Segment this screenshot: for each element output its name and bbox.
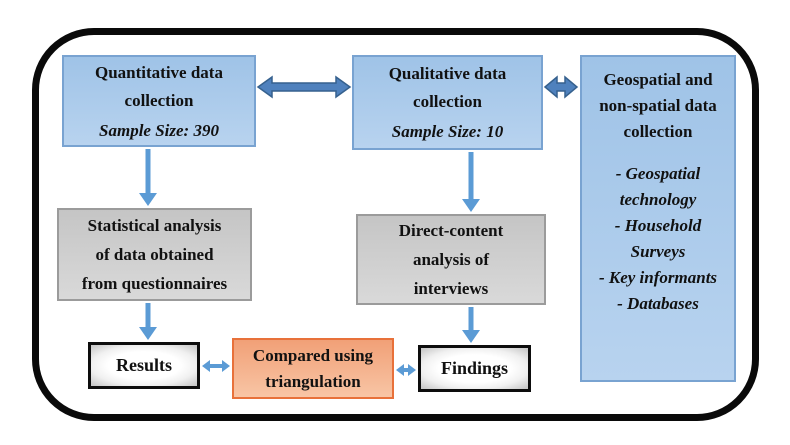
node-geospatial-data-collection: Geospatial and non-spatial data collecti… bbox=[580, 55, 736, 382]
diagram-border bbox=[32, 28, 759, 421]
node-quantitative-data-collection: Quantitative data collection Sample Size… bbox=[62, 55, 256, 147]
node-title-line: Statistical analysis bbox=[87, 216, 222, 235]
node-title-line: from questionnaires bbox=[81, 274, 228, 293]
node-direct-content-analysis: Direct-content analysis of interviews bbox=[356, 214, 546, 305]
node-title-line: collection bbox=[623, 122, 693, 141]
node-title-line: interviews bbox=[413, 279, 489, 298]
node-title-line: triangulation bbox=[265, 371, 361, 391]
node-title-line: collection bbox=[413, 92, 482, 111]
node-label: Findings bbox=[440, 358, 509, 378]
list-item: - Databases bbox=[617, 294, 699, 313]
node-title-line: non-spatial data bbox=[599, 96, 717, 115]
node-title-line: Quantitative data bbox=[95, 62, 223, 82]
node-title-line: of data obtained bbox=[95, 245, 214, 264]
node-title-line: analysis of bbox=[412, 250, 490, 269]
node-title-line: Geospatial and bbox=[603, 70, 713, 89]
node-title-line: Qualitative data bbox=[388, 64, 507, 83]
node-label: Results bbox=[115, 355, 172, 375]
node-findings: Findings bbox=[418, 345, 531, 392]
node-statistical-analysis: Statistical analysis of data obtained fr… bbox=[57, 208, 252, 301]
list-item: - Household Surveys bbox=[614, 216, 702, 261]
list-item: - Key informants bbox=[598, 268, 718, 287]
list-item: - Geospatial technology bbox=[615, 164, 701, 209]
node-title-line: Compared using bbox=[252, 345, 374, 365]
node-title-line: collection bbox=[124, 90, 194, 110]
node-title-line: Direct-content bbox=[398, 221, 504, 240]
node-compared-using-triangulation: Compared using triangulation bbox=[232, 338, 394, 399]
sample-size-label: Sample Size: 10 bbox=[391, 122, 504, 141]
node-qualitative-data-collection: Qualitative data collection Sample Size:… bbox=[352, 55, 543, 150]
node-results: Results bbox=[88, 342, 200, 389]
sample-size-label: Sample Size: 390 bbox=[99, 120, 219, 140]
geospatial-item-list: - Geospatial technology - Household Surv… bbox=[590, 161, 726, 317]
